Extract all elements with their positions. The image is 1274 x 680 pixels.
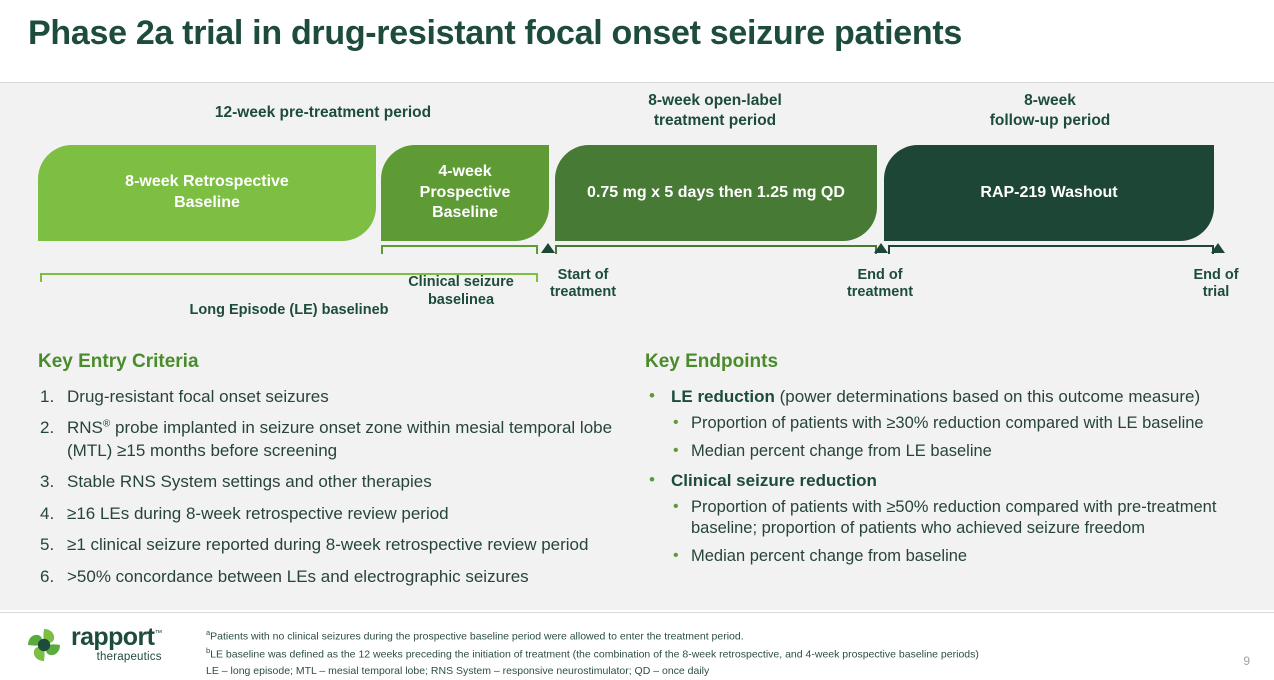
list-item: 5. ≥1 clinical seizure reported during 8…	[38, 534, 638, 556]
list-number: 1.	[40, 387, 55, 406]
footnotes: aPatients with no clinical seizures duri…	[206, 627, 1156, 679]
trademark-mark: ™	[154, 628, 162, 638]
timeline-period-captions: 12-week pre-treatment period 8-week open…	[0, 83, 1274, 145]
marker-triangle-end-of-trial	[1211, 243, 1225, 253]
logo-wordmark: rapport™	[71, 623, 162, 651]
page-number: 9	[1243, 654, 1250, 668]
timeline-bar-treatment-dose: 0.75 mg x 5 days then 1.25 mg QD	[555, 145, 877, 241]
list-text: ≥16 LEs during 8-week retrospective revi…	[67, 503, 449, 523]
endpoint-sublist: Proportion of patients with ≥30% reducti…	[645, 412, 1270, 463]
list-text: ≥1 clinical seizure reported during 8-we…	[67, 535, 589, 555]
endpoint-sublist: Proportion of patients with ≥50% reducti…	[645, 496, 1270, 568]
list-number: 3.	[40, 472, 55, 492]
list-item: 1. Drug-resistant focal onset seizures	[38, 386, 638, 408]
list-text: Stable RNS System settings and other the…	[67, 472, 432, 492]
company-logo: rapport™ therapeutics	[24, 625, 162, 665]
endpoint-detail: (power determinations based on this outc…	[774, 387, 1201, 406]
period-caption-pretreatment: 12-week pre-treatment period	[214, 104, 432, 121]
footer: rapport™ therapeutics aPatients with no …	[0, 612, 1274, 680]
list-item: Proportion of patients with ≥30% reducti…	[645, 412, 1270, 435]
list-item: 6. >50% concordance between LEs and elec…	[38, 566, 638, 588]
logo-text: rapport™ therapeutics	[71, 623, 162, 664]
endpoint-title: LE reduction	[671, 387, 775, 406]
registered-mark: ®	[102, 418, 111, 430]
entry-criteria-heading: Key Entry Criteria	[38, 351, 199, 372]
content-panel: 12-week pre-treatment period 8-week open…	[0, 82, 1274, 610]
list-item: Clinical seizure reduction Proportion of…	[645, 469, 1270, 568]
list-item: Proportion of patients with ≥50% reducti…	[645, 496, 1270, 541]
pinwheel-logo-icon	[28, 629, 60, 661]
list-item: 2. RNS® probe implanted in seizure onset…	[38, 417, 638, 462]
footnote-marker: a	[206, 628, 211, 637]
footnote-marker: b	[206, 646, 211, 656]
logo-tagline: therapeutics	[96, 651, 162, 663]
endpoint-primary: LE reduction (power determinations based…	[645, 385, 1270, 408]
marker-triangle-start-of-treatment	[541, 243, 555, 253]
footnote-b: bLE baseline was defined as the 12 weeks…	[206, 646, 979, 661]
bracket-clinical-seizure-baseline	[381, 245, 538, 254]
endpoint-title: Clinical seizure reduction	[671, 470, 877, 490]
footnote-a: aPatients with no clinical seizures duri…	[206, 628, 744, 643]
list-item: LE reduction (power determinations based…	[645, 385, 1270, 463]
list-number: 2.	[40, 418, 55, 438]
list-item: Median percent change from LE baseline	[645, 440, 1270, 463]
marker-triangle-end-of-treatment	[874, 243, 888, 253]
timeline-bar-washout: RAP-219 Washout	[884, 145, 1214, 241]
list-item: Median percent change from baseline	[645, 545, 1270, 568]
list-text: Drug-resistant focal onset seizures	[67, 387, 329, 406]
list-item: 3. Stable RNS System settings and other …	[38, 471, 638, 493]
entry-criteria-list: 1. Drug-resistant focal onset seizures 2…	[38, 386, 638, 588]
key-entry-criteria-section: Key Entry Criteria 1. Drug-resistant foc…	[38, 351, 638, 597]
title-bar: Phase 2a trial in drug-resistant focal o…	[0, 0, 1274, 76]
page-title: Phase 2a trial in drug-resistant focal o…	[28, 14, 962, 52]
list-number: 6.	[40, 566, 55, 586]
endpoint-secondary: Clinical seizure reduction	[645, 469, 1270, 492]
list-text: >50% concordance between LEs and electro…	[67, 566, 529, 586]
list-item: 4. ≥16 LEs during 8-week retrospective r…	[38, 503, 638, 525]
bracket-label-le-baseline: Long Episode (LE) baselineb	[189, 302, 389, 319]
footnote-abbreviations: LE – long episode; MTL – mesial temporal…	[206, 664, 710, 677]
list-text: RNS® probe implanted in seizure onset zo…	[67, 418, 613, 460]
key-endpoints-section: Key Endpoints LE reduction (power determ…	[645, 351, 1270, 575]
list-number: 4.	[40, 503, 55, 523]
endpoints-heading: Key Endpoints	[645, 351, 779, 372]
bracket-followup-period	[888, 245, 1214, 254]
endpoints-list: LE reduction (power determinations based…	[645, 385, 1270, 568]
list-number: 5.	[40, 535, 55, 555]
bracket-treatment-period	[555, 245, 877, 254]
bracket-le-baseline	[40, 273, 538, 282]
